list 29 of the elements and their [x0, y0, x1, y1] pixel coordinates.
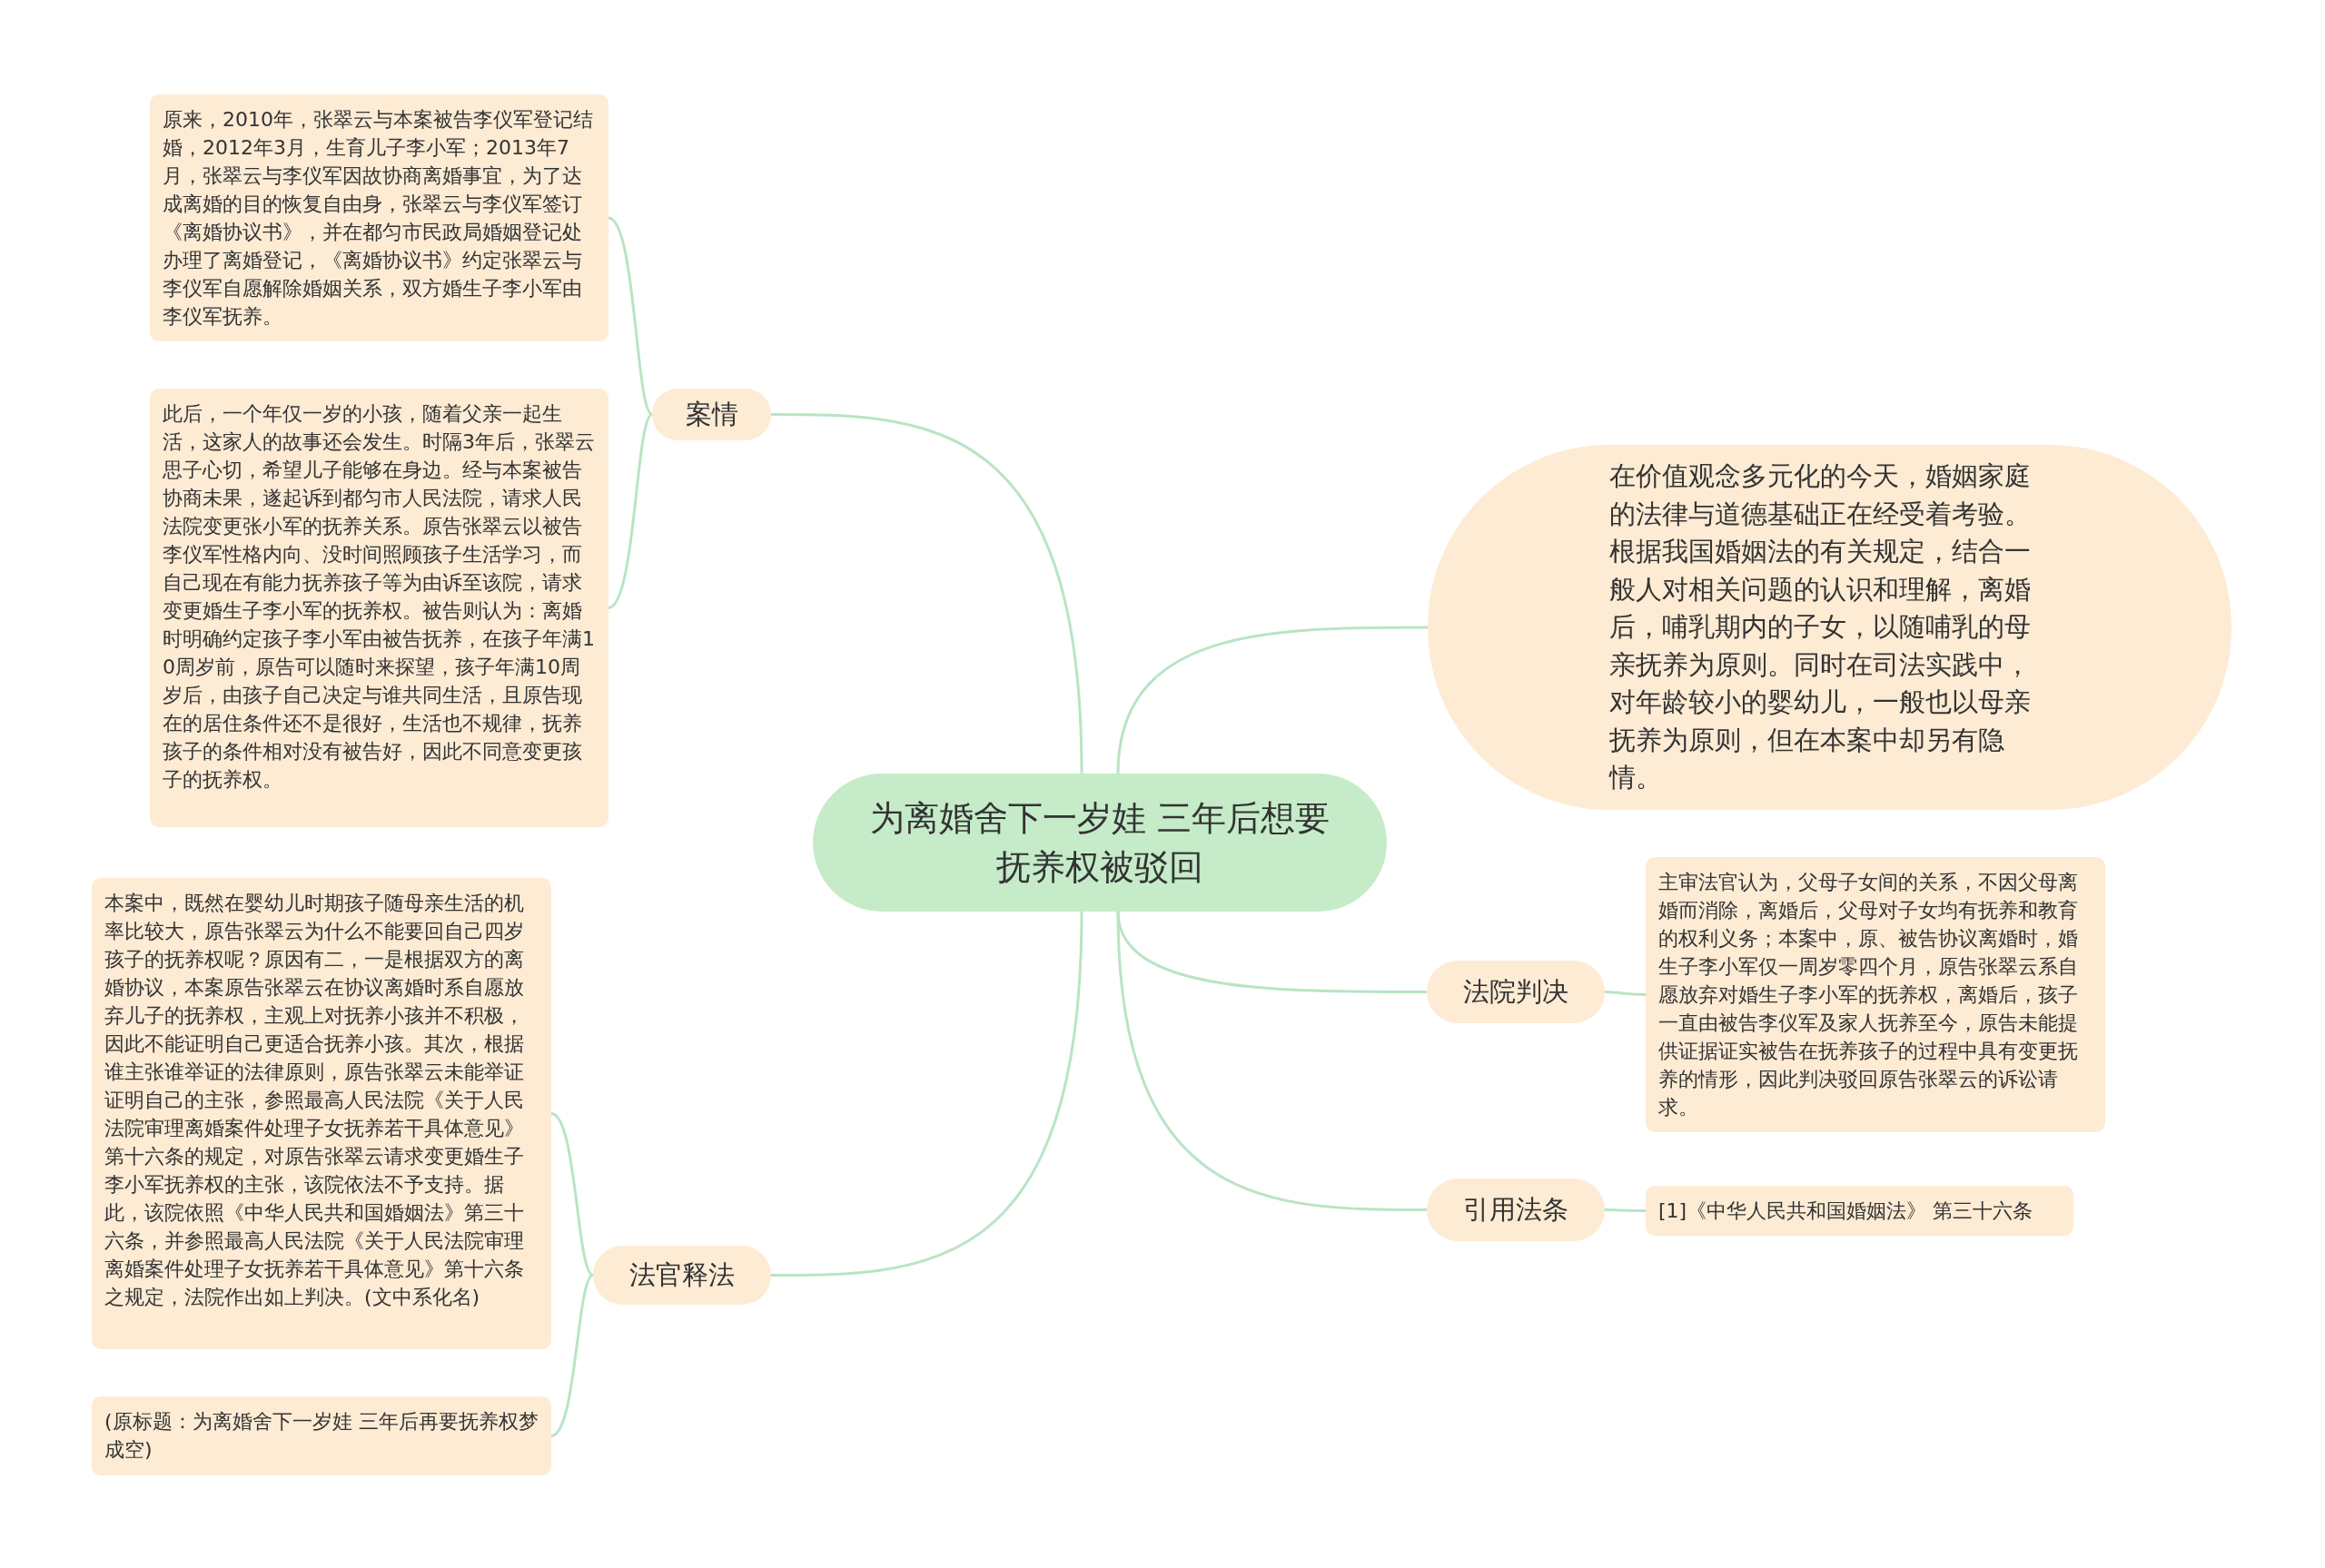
paragraph-text: (原标题：为离婚舍下一岁娃 三年后再要抚养权梦成空): [104, 1409, 539, 1463]
connector-line: [1116, 626, 1428, 774]
text-card: [150, 389, 608, 827]
paragraph-text: 原来，2010年，张翠云与本案被告李仪军登记结婚，2012年3月，生育儿子李小军；2013年7月，张翠云与李仪军因故协商离婚事宜，为了达成离婚的目的恢复自由身，张翠云与李仪军签订《离婚协议书》，并在都匀市民政局婚姻登记处办理了离婚登记，《离婚协议书》约定张翠云与李仪军自愿解除婚姻关系，双方婚生子李小军由李仪军抚养。: [163, 107, 594, 330]
paragraph-text: 在价值观念多元化的今天，婚姻家庭的法律与道德基础正在经受着考验。根据我国婚姻法的有关规定，结合一般人对相关问题的认识和理解，离婚后，哺乳期内的子女，以随哺乳的母亲抚养为原则。同时在司法实践中，对年龄较小的婴幼儿，一般也以母亲抚养为原则，但在本案中却另有隐情。: [1609, 459, 2032, 794]
connector-line: [771, 911, 1083, 1277]
connector-line: [1604, 991, 1646, 996]
text-card: [92, 1396, 551, 1475]
text-card: [1646, 1186, 2073, 1236]
topic-text: 案情: [685, 397, 738, 431]
topic-text: 为离婚舍下一岁娃 三年后想要抚养权被驳回: [868, 797, 1331, 889]
connector-line: [550, 1274, 594, 1437]
connector-line: [608, 216, 654, 416]
paragraph-text: 此后，一个年仅一岁的小孩，随着父亲一起生活，这家人的故事还会发生。时隔3年后，张翠云思子心切，希望儿子能够在身边。经与本案被告协商未果，遂起诉到都匀市人民法院，请求人民法院变更张小军的抚养关系。原告张翠云以被告李仪军性格内向、没时间照顾孩子生活学习，而自己现在有能力抚养孩子等为由诉至该院，请求变更婚生子李小军的抚养权。被告则认为：离婚时明确约定孩子李小军由被告抚养，在孩子年满10周岁前，原告可以随时来探望，孩子年满10周岁后，由孩子自己决定与谁共同生活，且原告现在的居住条件还不是很好，生活也不规律，抚养孩子的条件相对没有被告好，因此不同意变更孩子的抚养权。: [163, 401, 596, 793]
connector-line: [608, 413, 654, 609]
text-card: [150, 94, 608, 341]
text-card: [1646, 857, 2105, 1132]
connector-line: [1605, 1208, 1646, 1212]
topic-text: 法院判决: [1463, 974, 1568, 1009]
connector-line: [771, 413, 1083, 774]
connector-line: [1116, 911, 1427, 1211]
paragraph-text: 本案中，既然在婴幼儿时期孩子随母亲生活的机率比较大，原告张翠云为什么不能要回自己四岁孩子的抚养权呢？原因有二，一是根据双方的离婚协议，本案原告张翠云在协议离婚时系自愿放弃儿子的抚养权，主观上对抚养小孩并不积极，因此不能证明自己更适合抚养小孩。其次，根据谁主张谁举证的法律原则，原告张翠云未能举证证明自己的主张，参照最高人民法院《关于人民法院审理离婚案件处理子女抚养若干具体意见》第十六条的规定，对原告张翠云请求变更婚生子李小军抚养权的主张，该院依法不予支持。据此，该院依照《中华人民共和国婚姻法》第三十六条，并参照最高人民法院《关于人民法院审理离婚案件处理子女抚养若干具体意见》第十六条之规定，法院作出如上判决。(文中系化名): [104, 891, 525, 1310]
text-card: [92, 878, 551, 1349]
topic-text: 法官释法: [629, 1257, 735, 1292]
topic-text: 引用法条: [1463, 1192, 1568, 1227]
branch-topic-pill: [652, 389, 771, 440]
connector-line: [550, 1112, 594, 1277]
paragraph-text: 主审法官认为，父母子女间的关系，不因父母离婚而消除，离婚后，父母对子女均有抚养和教育的权利义务；本案中，原、被告协议离婚时，婚生子李小军仅一周岁零四个月，原告张翠云系自愿放弃对婚生子李小军的抚养权，离婚后，孩子一直由被告李仪军及家人抚养至今，原告未能提供证据证实被告在抚养孩子的过程中具有变更抚养的情形，因此判决驳回原告张翠云的诉讼请求。: [1658, 870, 2079, 1120]
paragraph-text: [1]《中华人民共和国婚姻法》 第三十六条: [1658, 1198, 2034, 1224]
